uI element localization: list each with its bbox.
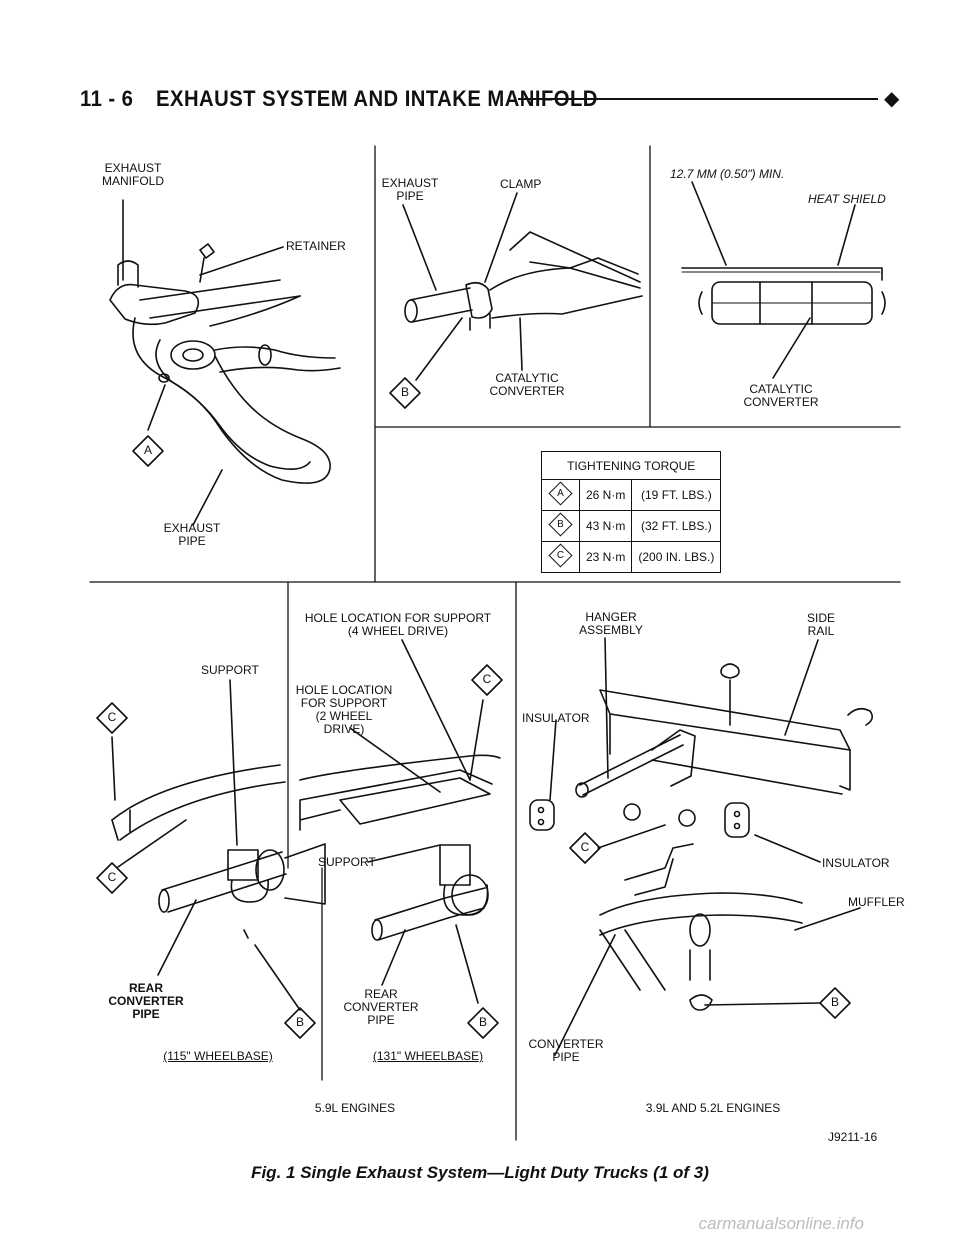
hanger-drawing [529,637,874,1056]
table-row: C 23 N·m (200 IN. LBS.) [541,541,722,573]
torque-imperial-cell: (19 FT. LBS.) [631,479,722,511]
clamp-drawing [402,192,643,381]
callout-c-icon [96,862,128,894]
torque-table: TIGHTENING TORQUE A 26 N·m (19 FT. LBS.)… [540,451,722,573]
torque-metric-cell: 26 N·m [578,479,633,511]
heat-shield-drawing [681,181,886,379]
torque-imperial-cell: (200 IN. LBS.) [631,541,722,573]
torque-key-cell: C [541,541,580,573]
header-rule [518,98,878,100]
callout-a-letter: A [143,443,152,457]
header-bullet-icon: ◆ [884,88,900,110]
callout-c-icon [569,832,601,864]
torque-key-cell: B [541,510,580,542]
torque-table-title: TIGHTENING TORQUE [540,451,722,480]
table-row: B 43 N·m (32 FT. LBS.) [541,510,722,542]
callout-c-icon [471,664,503,696]
callout-c-letter: C [580,840,590,854]
callout-b-icon [819,987,851,1019]
section-number: 11 - 6 [80,86,134,111]
torque-key-cell: A [541,479,580,511]
callout-c-letter: C [482,672,492,686]
torque-metric-cell: 23 N·m [578,541,633,573]
torque-imperial-cell: (32 FT. LBS.) [631,510,722,542]
callout-c-letter: C [107,870,117,884]
figure-id: J9211-16 [828,1130,878,1144]
label-wheelbase-115: (115" WHEELBASE) [163,1049,273,1063]
panel-dividers [89,145,901,1141]
callout-b-letter: B [830,995,839,1009]
label-catalytic-converter: CATALYTIC CONVERTER [743,382,819,409]
figure-caption: Fig. 1 Single Exhaust System—Light Duty … [251,1163,709,1182]
callout-a-icon [132,435,164,467]
label-catalytic-converter: CATALYTIC CONVERTER [489,371,565,398]
label-retainer: RETAINER [286,239,346,253]
label-wheelbase-131: (131" WHEELBASE) [372,1049,484,1063]
callout-b-icon [467,1007,499,1039]
label-engines-3-9l-5-2l: 3.9L AND 5.2L ENGINES [645,1101,781,1115]
label-rear-converter-pipe: REAR CONVERTER PIPE [108,981,184,1021]
label-engines-5-9l: 5.9L ENGINES [314,1101,396,1115]
label-insulator: INSULATOR [522,711,590,725]
label-heat-shield: HEAT SHIELD [808,192,886,206]
callout-b-letter: B [478,1015,487,1029]
label-rear-converter-pipe: REAR CONVERTER PIPE [343,987,419,1027]
label-insulator: INSULATOR [822,856,890,870]
label-converter-pipe: CONVERTER PIPE [528,1037,604,1064]
label-exhaust-pipe: EXHAUST PIPE [163,521,221,548]
label-exhaust-pipe: EXHAUST PIPE [381,176,439,203]
callout-a-icon: A [548,481,573,506]
label-clearance: 12.7 MM (0.50") MIN. [670,167,785,181]
watermark: carmanualsonline.info [698,1214,864,1233]
label-support: SUPPORT [318,855,376,869]
manifold-drawing [109,199,341,526]
callout-c-letter: C [107,710,117,724]
label-muffler: MUFFLER [848,895,905,909]
label-clamp: CLAMP [500,177,542,191]
callout-c-icon: C [548,543,573,568]
support-115-drawing [111,679,326,1011]
torque-metric-cell: 43 N·m [578,510,633,542]
label-side-rail: SIDE RAIL [806,611,835,638]
label-hole-location-4wd: HOLE LOCATION FOR SUPPORT (4 WHEEL DRIVE… [304,611,492,638]
torque-table-header: TIGHTENING TORQUE [540,451,722,480]
table-row: A 26 N·m (19 FT. LBS.) [541,479,722,511]
callout-b-icon [284,1007,316,1039]
callout-b-letter: B [295,1015,304,1029]
callout-b-letter: B [400,385,409,399]
label-hanger-assembly: HANGER ASSEMBLY [579,610,643,637]
callout-b-icon [389,377,421,409]
label-hole-location-2wd: HOLE LOCATION FOR SUPPORT (2 WHEEL DRIVE… [295,683,393,736]
support-131-drawing [299,639,501,1004]
label-exhaust-manifold: EXHAUST MANIFOLD [101,161,164,188]
callout-b-icon: B [548,512,573,537]
callout-c-icon [96,702,128,734]
label-support: SUPPORT [201,663,259,677]
